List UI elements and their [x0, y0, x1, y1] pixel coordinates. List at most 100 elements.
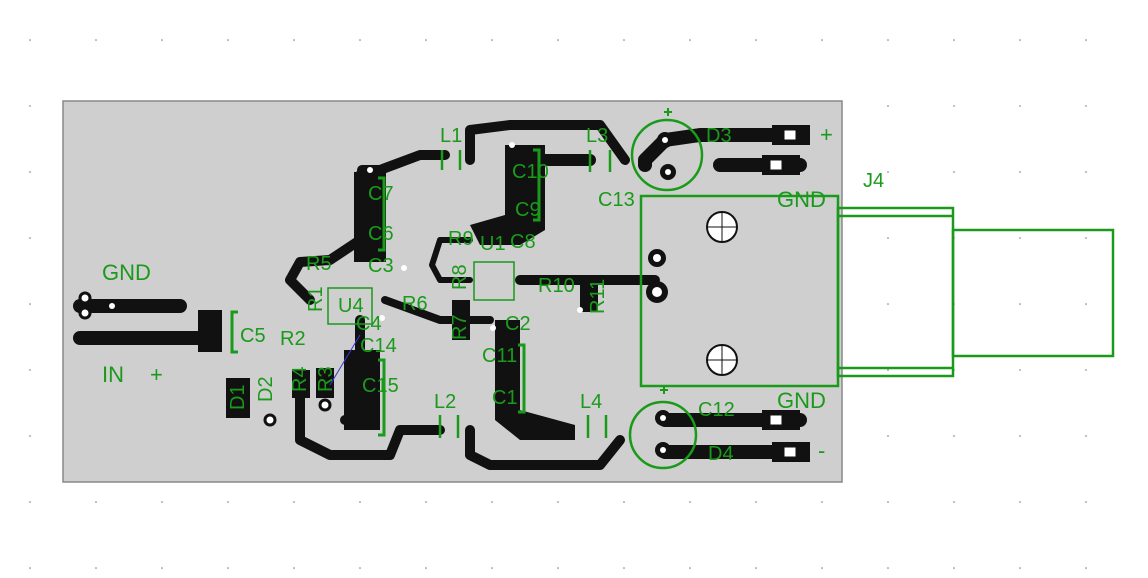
grid-dot: [1085, 501, 1087, 503]
hole: [653, 254, 661, 262]
grid-dot: [1019, 39, 1021, 41]
label-D2: D2: [255, 376, 277, 402]
label-R10: R10: [538, 275, 575, 297]
via: [490, 325, 496, 331]
label-U1: U1: [480, 233, 506, 255]
grid-dot: [1085, 567, 1087, 569]
grid-dot: [557, 39, 559, 41]
grid-dot: [29, 435, 31, 437]
grid-dot: [491, 501, 493, 503]
grid-dot: [425, 501, 427, 503]
grid-dot: [689, 39, 691, 41]
grid-dot: [821, 39, 823, 41]
grid-dot: [29, 237, 31, 239]
pad-in-cap: [198, 310, 222, 352]
label-C11: C11: [482, 345, 517, 367]
label-R5: R5: [306, 253, 332, 275]
label-gnd-left: GND: [102, 260, 151, 285]
pad-c11c1: [495, 320, 575, 440]
grid-dot: [161, 501, 163, 503]
trace-d3-b: [638, 133, 672, 172]
grid-dot: [689, 567, 691, 569]
grid-dot: [887, 171, 889, 173]
grid-dot: [1019, 435, 1021, 437]
hole: [662, 137, 668, 143]
copper-traces: [73, 120, 807, 470]
label-C2: C2: [505, 313, 531, 335]
grid-dot: [425, 39, 427, 41]
grid-dot: [953, 567, 955, 569]
grid-dot: [755, 501, 757, 503]
grid-dot: [953, 501, 955, 503]
pad-r7: [452, 300, 470, 340]
label-C8: C8: [510, 231, 536, 253]
grid-dot: [227, 567, 229, 569]
component-labels: GND IN + GND GND + - J4 L1 L3 L2 L4 D3 D…: [102, 122, 884, 465]
pad-c14c15: [344, 350, 380, 430]
grid-dot: [623, 39, 625, 41]
via: [78, 306, 92, 320]
grid-dot: [95, 567, 97, 569]
silkscreen-outlines: [230, 108, 1115, 470]
label-C12: C12: [698, 399, 735, 421]
label-R3: R3: [315, 366, 337, 392]
grid-dot: [161, 39, 163, 41]
grid-dot: [557, 501, 559, 503]
grid-dot: [359, 501, 361, 503]
hole: [660, 447, 666, 453]
grid-dot: [887, 237, 889, 239]
via: [367, 167, 373, 173]
grid-dot: [29, 171, 31, 173]
hole: [660, 415, 666, 421]
label-C5: C5: [240, 325, 266, 347]
grid-dot: [29, 39, 31, 41]
label-in: IN: [102, 362, 124, 387]
grid-dot: [1019, 105, 1021, 107]
grid-dot: [887, 501, 889, 503]
label-R11: R11: [587, 279, 609, 314]
c13-outline: [630, 118, 704, 192]
via: [509, 142, 515, 148]
trace-bottom-loop: [295, 390, 445, 460]
u1-outline: [473, 261, 515, 301]
label-C13: C13: [598, 189, 635, 211]
grid-dot: [1085, 105, 1087, 107]
pad-c7c6: [354, 172, 386, 262]
grid-dot: [1085, 237, 1087, 239]
label-C15: C15: [362, 375, 399, 397]
via: [379, 315, 385, 321]
grid-dot: [953, 105, 955, 107]
grid-dot: [887, 369, 889, 371]
grid-dot: [1019, 567, 1021, 569]
label-plus-right: +: [820, 122, 833, 147]
grid-dot: [887, 435, 889, 437]
label-D3: D3: [706, 125, 732, 147]
grid-dot: [623, 567, 625, 569]
label-C1: C1: [492, 387, 518, 409]
grid-dot: [29, 303, 31, 305]
hole: [652, 287, 662, 297]
grid-dot: [359, 39, 361, 41]
grid-dot: [887, 303, 889, 305]
grid-dot: [227, 501, 229, 503]
trace-l2-right: [465, 425, 625, 470]
label-R6: R6: [402, 293, 428, 315]
via: [78, 291, 92, 305]
label-C9: C9: [515, 199, 541, 221]
u4-outline: [327, 287, 373, 325]
grid-dot: [1085, 435, 1087, 437]
j4-plug-body: [836, 206, 955, 378]
grid-dot: [689, 501, 691, 503]
grid-dot: [1019, 501, 1021, 503]
label-C14: C14: [360, 335, 397, 357]
grid-dot: [491, 39, 493, 41]
grid-dot: [491, 567, 493, 569]
pad-r11: [580, 278, 598, 312]
grid-dot: [29, 105, 31, 107]
label-gnd-bottom: GND: [777, 388, 826, 413]
grid-dot: [557, 567, 559, 569]
trace-r9: [429, 237, 473, 283]
label-L3: L3: [586, 125, 608, 147]
label-minus-right: -: [818, 438, 825, 463]
trace-l1-right: [465, 120, 630, 165]
